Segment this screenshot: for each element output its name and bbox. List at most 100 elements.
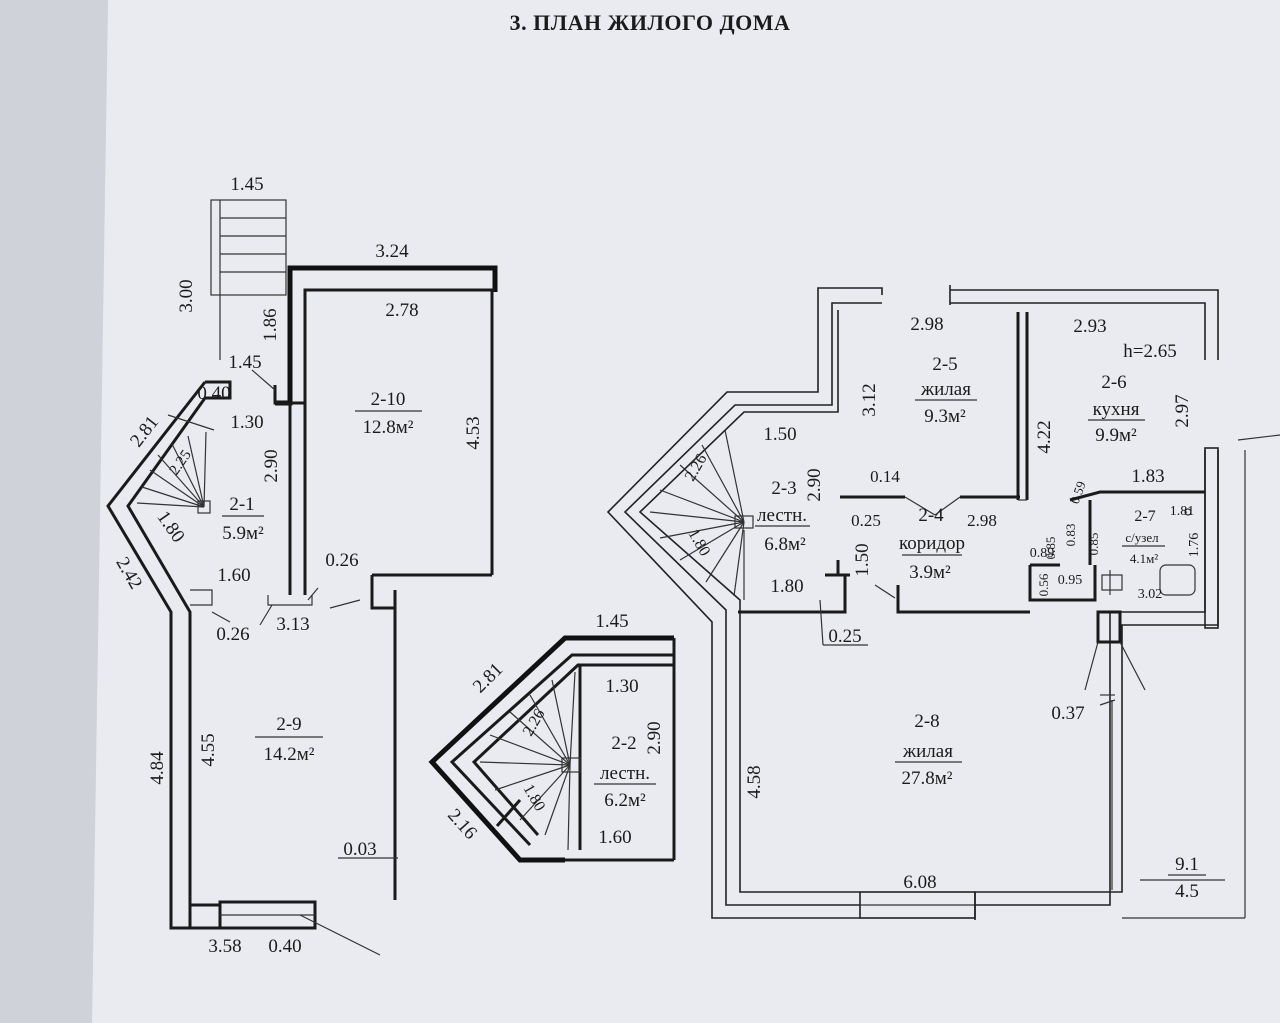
- room-2-3-label: 2-3 лестн. 6.8м²: [755, 478, 810, 555]
- paper: [92, 0, 1280, 1023]
- dim-label: 1.45: [230, 174, 263, 195]
- svg-text:27.8м²: 27.8м²: [902, 768, 953, 789]
- svg-text:с/узел: с/узел: [1125, 530, 1159, 545]
- svg-text:2-3: 2-3: [771, 478, 796, 499]
- scale-fraction: 9.1 4.5: [1168, 854, 1206, 902]
- dim-label: 3.58: [208, 936, 241, 957]
- svg-text:кухня: кухня: [1093, 399, 1140, 420]
- dim-label: 1.50: [852, 543, 873, 576]
- dim-label: 3.24: [375, 241, 409, 262]
- entrance-stair: [210, 199, 287, 296]
- dim-label: 3.12: [859, 383, 880, 416]
- dim-label: 0.26: [216, 624, 249, 645]
- dim-label: 2.90: [644, 721, 665, 754]
- paper-edge-shadow: [0, 0, 108, 1023]
- room-2-4-label: 2-4 коридор 3.9м²: [899, 505, 965, 583]
- dim-label: 0.85: [1043, 537, 1058, 560]
- svg-text:2-1: 2-1: [229, 494, 254, 515]
- svg-text:4.1м²: 4.1м²: [1130, 551, 1158, 566]
- spiral-stair-2-2: [479, 671, 581, 851]
- svg-text:2-9: 2-9: [276, 714, 301, 735]
- dim-label: 0.59: [1067, 479, 1089, 506]
- svg-text:2-4: 2-4: [918, 505, 944, 526]
- svg-text:2-6: 2-6: [1101, 372, 1126, 393]
- svg-text:жилая: жилая: [920, 379, 971, 400]
- dim-label: 1.83: [1131, 466, 1164, 487]
- ceiling-height-note: h=2.65: [1123, 341, 1176, 362]
- dim-label: 6.08: [903, 872, 936, 893]
- svg-text:9.9м²: 9.9м²: [1095, 425, 1137, 446]
- svg-text:14.2м²: 14.2м²: [264, 744, 315, 765]
- svg-text:2-10: 2-10: [371, 389, 406, 410]
- dim-label: 0.40: [268, 936, 301, 957]
- dim-label: 0.85: [1086, 533, 1101, 556]
- dim-label: 2.93: [1073, 316, 1106, 337]
- dim-label: 0.56: [1036, 573, 1051, 596]
- left-block: [106, 199, 498, 956]
- dim-label: 1.45: [228, 352, 261, 373]
- dim-label: 0.25: [828, 626, 861, 647]
- dim-label: 0.95: [1058, 573, 1083, 588]
- svg-text:лестн.: лестн.: [757, 505, 807, 526]
- stair-block-2-2: [428, 635, 676, 863]
- svg-text:3.9м²: 3.9м²: [909, 562, 951, 583]
- svg-text:6.2м²: 6.2м²: [604, 790, 646, 811]
- dim-label: 2.90: [261, 449, 282, 482]
- svg-text:2-8: 2-8: [914, 711, 939, 732]
- dim-label: 0.40: [197, 383, 230, 404]
- dim-label: 0.14: [870, 467, 900, 486]
- dim-label: 3.00: [176, 279, 197, 312]
- room-2-5-label: 2-5 жилая 9.3м²: [915, 354, 977, 427]
- dim-label: 2.98: [910, 314, 943, 335]
- svg-text:2-2: 2-2: [611, 733, 636, 754]
- dim-label: 1.60: [598, 827, 631, 848]
- dim-label: 0.03: [343, 839, 376, 860]
- dim-label: 1.80: [770, 576, 803, 597]
- dim-label: 1.60: [217, 565, 250, 586]
- room-2-1-label: 2-1 5.9м²: [222, 494, 264, 544]
- svg-text:9.3м²: 9.3м²: [924, 406, 966, 427]
- svg-text:12.8м²: 12.8м²: [363, 417, 414, 438]
- dim-label: 0.26: [325, 550, 358, 571]
- dim-label: 1.45: [595, 611, 628, 632]
- svg-text:2-7: 2-7: [1134, 508, 1155, 525]
- room-2-2-label: 2-2 лестн. 6.2м²: [594, 733, 656, 811]
- dim-label: 0.89: [1030, 546, 1055, 561]
- dim-label: 4.84: [147, 751, 168, 785]
- dim-label: 3.02: [1138, 587, 1163, 602]
- room-2-6-label: 2-6 кухня 9.9м² h=2.65: [1088, 341, 1177, 446]
- svg-text:коридор: коридор: [899, 533, 965, 554]
- svg-text:жилая: жилая: [902, 741, 953, 762]
- dim-label: 1.50: [763, 424, 796, 445]
- spiral-stair-2-1: [136, 414, 215, 514]
- svg-text:лестн.: лестн.: [600, 763, 650, 784]
- dim-label: 1.30: [605, 676, 638, 697]
- dim-label: 4.22: [1034, 420, 1055, 453]
- dim-label: 3.13: [276, 614, 309, 635]
- dim-label: 2.78: [385, 300, 418, 321]
- room-2-10-label: 2-10 12.8м²: [355, 389, 422, 438]
- plan-title: 3. ПЛАН ЖИЛОГО ДОМА: [510, 10, 791, 35]
- svg-text:9.1: 9.1: [1175, 854, 1199, 875]
- dim-label: 0.25: [851, 511, 881, 530]
- dim-label: 1.86: [260, 308, 281, 341]
- dim-label: 4.55: [198, 733, 219, 766]
- dim-label: 2.90: [804, 468, 825, 501]
- room-2-9-label: 2-9 14.2м²: [255, 714, 323, 765]
- svg-text:2-5: 2-5: [932, 354, 957, 375]
- dimension-labels: 1.45 3.00 1.86 3.24 2.78 1.45 0.40 1.30 …: [111, 174, 1202, 957]
- dim-label: 2.97: [1172, 394, 1193, 427]
- spiral-stair-2-3: [649, 429, 754, 600]
- dim-label: 4.53: [463, 416, 484, 449]
- room-2-7-label: 2-7 с/узел 4.1м²: [1122, 508, 1165, 566]
- room-2-8-label: 2-8 жилая 27.8м²: [895, 711, 962, 789]
- svg-text:4.5: 4.5: [1175, 881, 1199, 902]
- dim-label: 0.37: [1051, 703, 1084, 724]
- dim-label: 1.76: [1187, 533, 1202, 558]
- svg-text:5.9м²: 5.9м²: [222, 523, 264, 544]
- svg-text:6.8м²: 6.8м²: [764, 534, 806, 555]
- right-block: [606, 285, 1280, 920]
- dim-label: 4.58: [744, 765, 765, 798]
- dim-label: 0.83: [1063, 524, 1078, 547]
